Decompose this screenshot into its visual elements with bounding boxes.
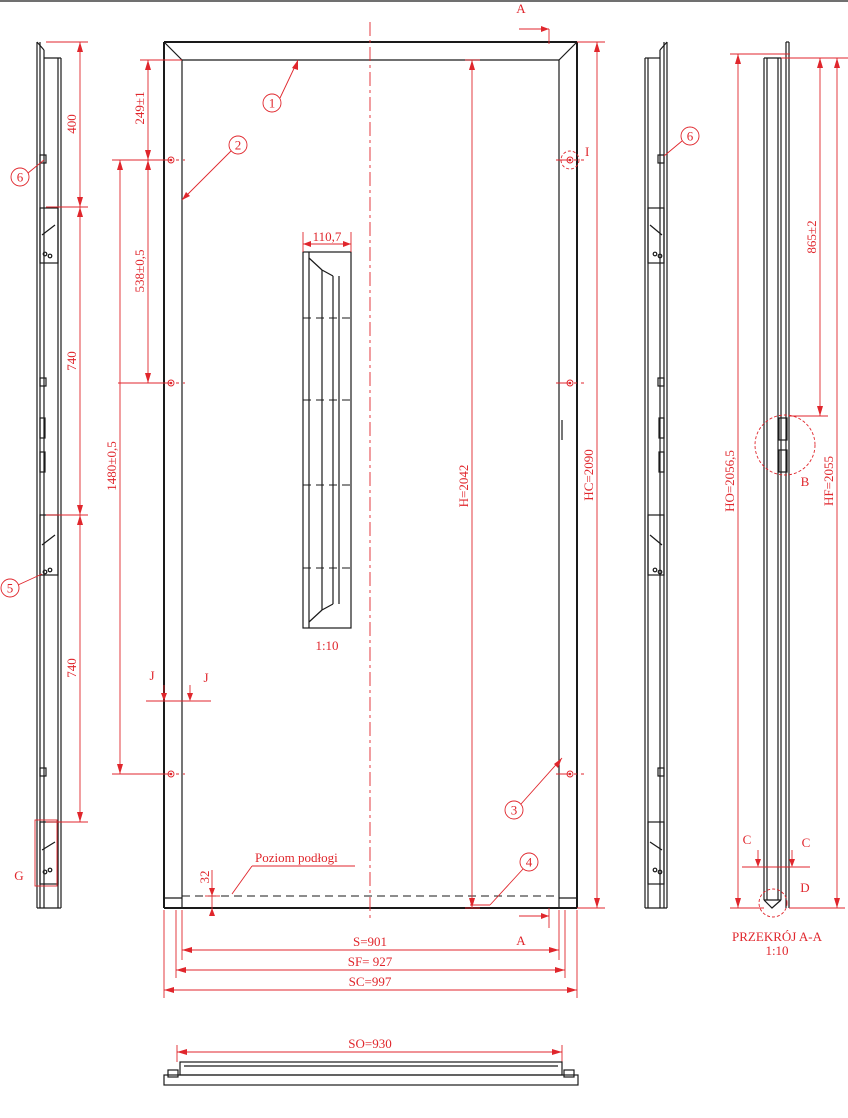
detail-b-circle <box>754 414 816 476</box>
balloon-3: 3 <box>511 803 518 818</box>
dim-h: H=2042 <box>456 465 471 508</box>
balloon-4: 4 <box>526 855 533 870</box>
detail-scale-label: 1:10 <box>315 638 338 653</box>
dim-s: S=901 <box>353 934 387 949</box>
dim-32: 32 <box>197 871 212 884</box>
floor-level-label: Poziom podłogi <box>255 850 338 865</box>
dim-249: 249±1 <box>132 91 147 124</box>
balloon-6-right: 6 <box>687 129 694 144</box>
section-mark-c-left: C <box>743 832 752 847</box>
section-scale: 1:10 <box>765 943 788 958</box>
section-mark-c-right: C <box>802 835 811 850</box>
balloon-1: 1 <box>269 96 276 111</box>
dim-sc: SC=997 <box>349 974 392 989</box>
handle-detail: 110,7 1:10 <box>302 229 352 653</box>
top-view: SO=930 <box>163 1036 579 1086</box>
section-mark-j-left: J <box>149 668 154 683</box>
dim-740-upper: 740 <box>64 351 79 371</box>
dim-538: 538±0,5 <box>132 250 147 293</box>
dim-865: 865±2 <box>804 220 819 253</box>
dim-hc: HC=2090 <box>581 449 596 500</box>
dim-so: SO=930 <box>348 1036 391 1051</box>
dim-sf: SF= 927 <box>348 954 393 969</box>
section-mark-g: G <box>14 868 23 883</box>
dim-hf: HF=2055 <box>821 456 836 506</box>
section-a-a: B D C C 865±2 HO=2056,5 HF=2055 PRZEKRÓJ… <box>722 41 848 958</box>
section-title: PRZEKRÓJ A-A <box>732 929 823 944</box>
section-mark-d: D <box>800 880 809 895</box>
section-mark-j-right: J <box>203 670 208 685</box>
detail-d-circle <box>758 888 788 918</box>
right-side-view: 6 <box>644 41 700 909</box>
front-view: I 110,7 1:10 <box>104 1 605 998</box>
left-side-view: 400 740 740 6 5 G <box>0 41 88 909</box>
section-mark-b: B <box>801 474 810 489</box>
dim-ho: HO=2056,5 <box>722 450 737 512</box>
section-mark-a-bottom: A <box>516 933 526 948</box>
section-mark-i: I <box>585 144 589 159</box>
dim-400: 400 <box>64 114 79 134</box>
section-mark-a-top: A <box>516 1 526 16</box>
dim-1480: 1480±0,5 <box>104 441 119 490</box>
dim-110-7: 110,7 <box>313 229 342 244</box>
detail-g-frame <box>34 819 58 887</box>
balloon-5: 5 <box>7 581 14 596</box>
hinge-markers <box>158 150 584 778</box>
dim-740-lower: 740 <box>64 658 79 678</box>
balloon-6-left: 6 <box>17 170 24 185</box>
balloon-2: 2 <box>235 138 242 153</box>
